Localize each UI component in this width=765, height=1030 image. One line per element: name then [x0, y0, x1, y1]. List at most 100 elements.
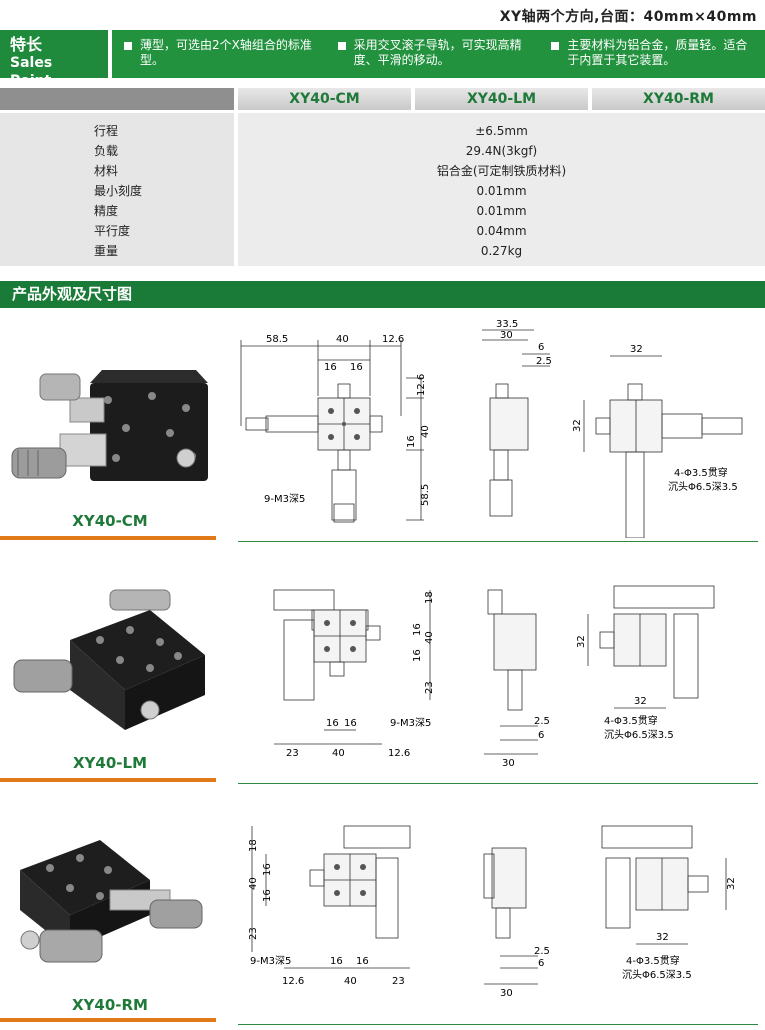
- dim-label: 32: [656, 932, 669, 943]
- product-photo-rm: [20, 840, 203, 963]
- dim-label: 30: [500, 988, 513, 998]
- product-row-rm: XY40-RM 18 40 16 16 23 9-M3深5 16 16 12.6…: [0, 800, 765, 1030]
- spec-value: 铝合金(可定制铁质材料): [436, 164, 567, 178]
- spec-name: 负载: [94, 144, 119, 158]
- page-title: XY轴两个方向,台面：40mm×40mm: [499, 9, 757, 25]
- product-row-cm: XY40-CM 58.5 40 12.6 16 16 12.6 40 16 58…: [0, 318, 765, 548]
- feature-item: 主要材料为铝合金，质量轻。适合于内置于其它装置。: [545, 38, 759, 70]
- dim-label: 32: [634, 696, 647, 707]
- dim-label: 16: [344, 718, 357, 729]
- dim-label: 沉头Φ6.5深3.5: [622, 968, 692, 981]
- spec-name: 材料: [94, 164, 119, 178]
- dim-label: 18: [424, 591, 435, 604]
- dim-label: 40: [336, 334, 349, 345]
- dim-label: 33.5: [496, 319, 518, 330]
- product-name-lm: XY40-LM: [72, 754, 147, 772]
- spec-model-header: XY40-RM: [592, 88, 765, 110]
- dim-label: 9-M3深5: [250, 955, 291, 967]
- dim-label: 32: [572, 419, 583, 432]
- spec-name: 行程: [94, 124, 119, 138]
- dim-label: 2.5: [536, 356, 552, 367]
- dim-label: 12.6: [382, 334, 404, 345]
- dim-label: 9-M3深5: [264, 493, 305, 505]
- dim-label: 16: [412, 649, 423, 662]
- drawing-lm-top: 18 16 40 16 23 9-M3深5 16 16 23 40 12.6: [273, 589, 435, 759]
- divider-orange: [0, 778, 216, 782]
- dim-label: 32: [576, 635, 587, 648]
- square-bullet-icon: [337, 42, 346, 50]
- dim-label: 16: [350, 362, 363, 373]
- dim-label: 40: [424, 631, 435, 644]
- dim-label: 4-Φ3.5贯穿: [604, 714, 658, 727]
- square-bullet-icon: [124, 42, 132, 50]
- feature-text: 主要材料为铝合金，质量轻。适合于内置于其它装置。: [567, 38, 748, 67]
- spec-value: 0.01mm: [476, 204, 527, 218]
- drawing-rm-bottom: 32 32 4-Φ3.5贯穿 沉头Φ6.5深3.5: [601, 825, 737, 981]
- drawing-lm-bottom: 32 32 4-Φ3.5贯穿 沉头Φ6.5深3.5: [576, 585, 715, 741]
- dim-label: 沉头Φ6.5深3.5: [604, 728, 674, 741]
- dim-label: 16: [406, 435, 417, 448]
- drawing-rm-side: 2.5 6 30: [483, 847, 550, 998]
- dim-label: 23: [286, 748, 299, 759]
- spec-names-column: 行程 负载 材料 最小刻度 精度 平行度 重量: [0, 113, 234, 266]
- spec-model-header: XY40-CM: [238, 88, 411, 110]
- feature-item: 采用交叉滚子导轨，可实现高精度、平滑的移动。: [332, 38, 546, 70]
- dim-label: 23: [248, 927, 259, 940]
- section-title: 产品外观及尺寸图: [0, 281, 765, 308]
- dim-label: 16: [330, 956, 343, 967]
- divider-green: [238, 783, 758, 784]
- sales-point-label-cn: 特长: [10, 35, 43, 54]
- feature-text: 采用交叉滚子导轨，可实现高精度、平滑的移动。: [353, 38, 522, 67]
- dim-label: 16: [326, 718, 339, 729]
- product-name-cm: XY40-CM: [72, 512, 148, 530]
- dim-label: 2.5: [534, 716, 550, 727]
- spec-name: 精度: [94, 204, 119, 218]
- dim-label: 12.6: [282, 976, 304, 987]
- dim-label: 30: [500, 330, 513, 341]
- feature-item: 薄型，可选由2个X轴组合的标准型。: [118, 38, 332, 70]
- spec-value: 0.01mm: [476, 184, 527, 198]
- product-photo-lm: [13, 589, 205, 730]
- drawing-cm-side: 33.5 30 6 2.5: [482, 319, 552, 517]
- dim-label: 30: [502, 758, 515, 769]
- drawing-cm-top: 58.5 40 12.6 16 16 12.6 40 16 58.5 9-M3深…: [240, 334, 431, 523]
- dim-label: 12.6: [388, 748, 410, 759]
- product-row-lm: XY40-LM 18 16 40 16 23 9-M3深5 16 16 23 4…: [0, 560, 765, 790]
- dim-label: 9-M3深5: [390, 717, 431, 729]
- dim-label: 32: [726, 877, 737, 890]
- dim-label: 16: [356, 956, 369, 967]
- product-photo-cm: [11, 370, 208, 481]
- dim-label: 沉头Φ6.5深3.5: [668, 480, 738, 493]
- divider-orange: [0, 1018, 216, 1022]
- dim-label: 16: [324, 362, 337, 373]
- dim-label: 58.5: [266, 334, 288, 345]
- product-name-rm: XY40-RM: [71, 996, 148, 1014]
- dim-label: 23: [424, 681, 435, 694]
- drawing-lm-side: 2.5 6 30: [484, 589, 550, 769]
- dim-label: 2.5: [534, 946, 550, 957]
- dim-label: 6: [538, 730, 544, 741]
- dim-label: 32: [630, 344, 643, 355]
- dim-label: 4-Φ3.5贯穿: [674, 466, 728, 479]
- feature-text: 薄型，可选由2个X轴组合的标准型。: [140, 38, 312, 67]
- dim-label: 4-Φ3.5贯穿: [626, 954, 680, 967]
- sales-point-features: 薄型，可选由2个X轴组合的标准型。 采用交叉滚子导轨，可实现高精度、平滑的移动。…: [112, 30, 765, 78]
- drawing-cm-bottom: 32 32 4-Φ3.5贯穿 沉头Φ6.5深3.5: [572, 344, 743, 538]
- divider-green: [238, 1024, 758, 1025]
- spec-value: ±6.5mm: [475, 124, 528, 138]
- dim-label: 12.6: [416, 374, 427, 396]
- dim-label: 16: [262, 889, 273, 902]
- dim-label: 16: [412, 623, 423, 636]
- square-bullet-icon: [551, 42, 560, 50]
- sales-point-label: 特长 Sales Point: [0, 30, 108, 89]
- spec-name: 平行度: [94, 224, 131, 238]
- sales-point-label-en: Sales Point: [10, 55, 53, 89]
- drawing-rm-top: 18 40 16 16 23 9-M3深5 16 16 12.6 40 23: [248, 825, 411, 987]
- dim-label: 6: [538, 958, 544, 969]
- dim-label: 40: [344, 976, 357, 987]
- spec-name: 最小刻度: [94, 184, 143, 198]
- spec-model-header: XY40-LM: [415, 88, 588, 110]
- spec-values-column: ±6.5mm 29.4N(3kgf) 铝合金(可定制铁质材料) 0.01mm 0…: [238, 113, 765, 266]
- spec-name: 重量: [94, 244, 119, 258]
- spec-value: 0.04mm: [476, 224, 527, 238]
